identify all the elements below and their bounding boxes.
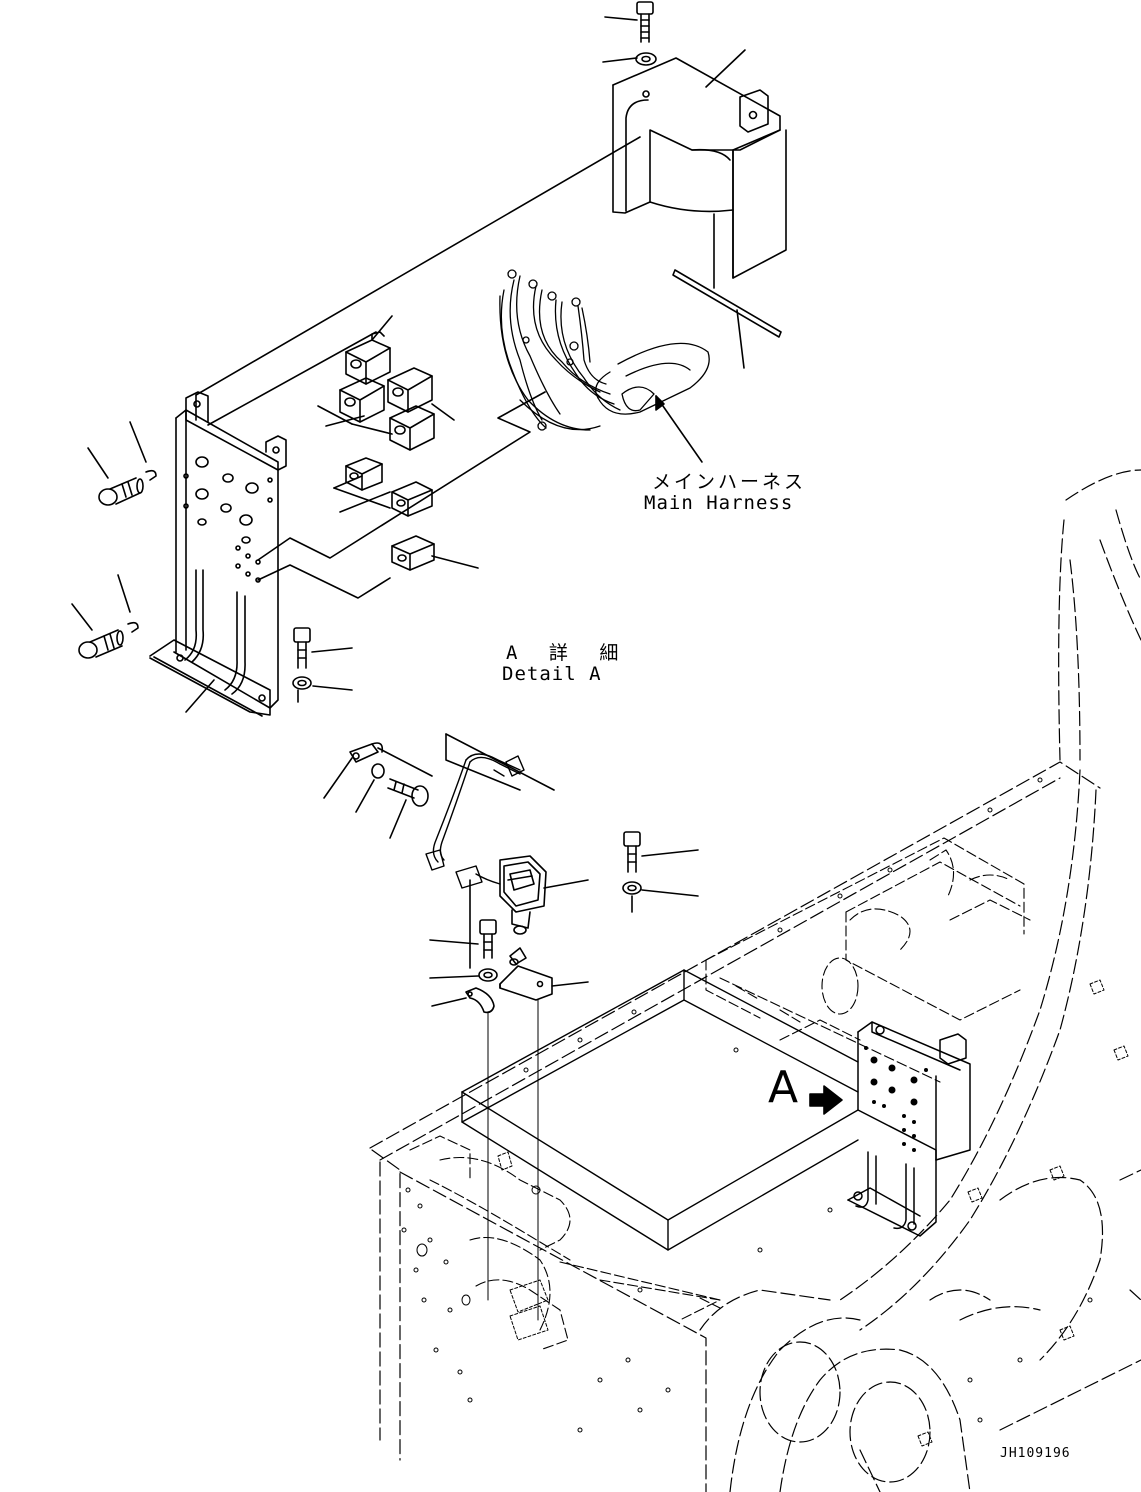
leader-line (642, 890, 698, 896)
leader-line (72, 604, 92, 630)
leader-line (603, 58, 637, 62)
leader-line (544, 880, 588, 888)
arrow-head (656, 396, 664, 410)
diode (346, 458, 382, 490)
bracket-bottom-bolt (293, 628, 311, 689)
diode (392, 536, 434, 570)
main-harness-label: Main Harness (644, 492, 794, 514)
top-washer (636, 53, 656, 65)
relay (390, 406, 434, 450)
leader-line (390, 800, 406, 838)
assembly-line (446, 734, 554, 790)
machine-frame (370, 470, 1141, 1492)
leader-line (372, 316, 392, 340)
lamp-harness (426, 754, 524, 888)
main-bracket (150, 392, 286, 716)
leader-line (356, 780, 374, 812)
installed-bracket (848, 1022, 970, 1236)
lamp-bolt (388, 779, 428, 806)
relay (340, 378, 384, 422)
leader-line (642, 850, 698, 856)
detail-title: Detail A (502, 663, 602, 685)
leader-line (312, 648, 352, 652)
leader-line (334, 488, 390, 508)
leader-line (334, 476, 362, 488)
frame-details (410, 838, 1030, 1350)
leader-line (656, 396, 702, 462)
leader-line (324, 758, 352, 798)
leader-line (313, 686, 352, 690)
assembly-line (258, 565, 390, 598)
leader-line (352, 424, 392, 434)
harness-cover (613, 58, 786, 288)
detail-title-jp: A 詳 細 (506, 642, 629, 664)
leader-line (430, 976, 478, 978)
relay (346, 332, 390, 384)
diode (392, 482, 432, 516)
lamp-mount-bolt (623, 832, 641, 894)
clamp-bolt (479, 920, 497, 981)
battery-tray (462, 970, 858, 1250)
main-harness-label-jp: メインハーネス (652, 471, 807, 493)
work-lamp (500, 856, 546, 934)
leader-line (432, 404, 454, 420)
assembly-line (378, 748, 432, 776)
relay (388, 368, 432, 412)
assembly-line (196, 137, 640, 395)
leader-line (706, 50, 745, 87)
leader-line (130, 422, 146, 462)
leader-line (605, 17, 637, 20)
leader-line (432, 998, 466, 1006)
assembly-line (446, 734, 520, 790)
ground-terminal (350, 743, 382, 762)
bracket-bolt-lower (79, 623, 138, 658)
view-arrow-icon (810, 1086, 842, 1114)
washer (372, 764, 384, 778)
leader-line (88, 448, 108, 478)
leader-line (186, 680, 214, 712)
leader-line (432, 556, 478, 568)
clamp (466, 988, 494, 1012)
leader-line (118, 575, 130, 612)
leader-line (340, 492, 390, 512)
drawing-number: JH109196 (1000, 1446, 1071, 1461)
rubber-strip (673, 270, 781, 368)
leader-line (552, 982, 588, 986)
view-marker: A (768, 1062, 799, 1113)
lamp-bracket (500, 948, 552, 1000)
assembly-line (208, 332, 376, 425)
bracket-bolt-upper (99, 471, 156, 505)
assembly-line (258, 392, 545, 560)
main-harness (500, 270, 709, 430)
top-bolt (637, 2, 653, 42)
leader-line (326, 416, 364, 426)
frame-holes (402, 778, 1128, 1446)
